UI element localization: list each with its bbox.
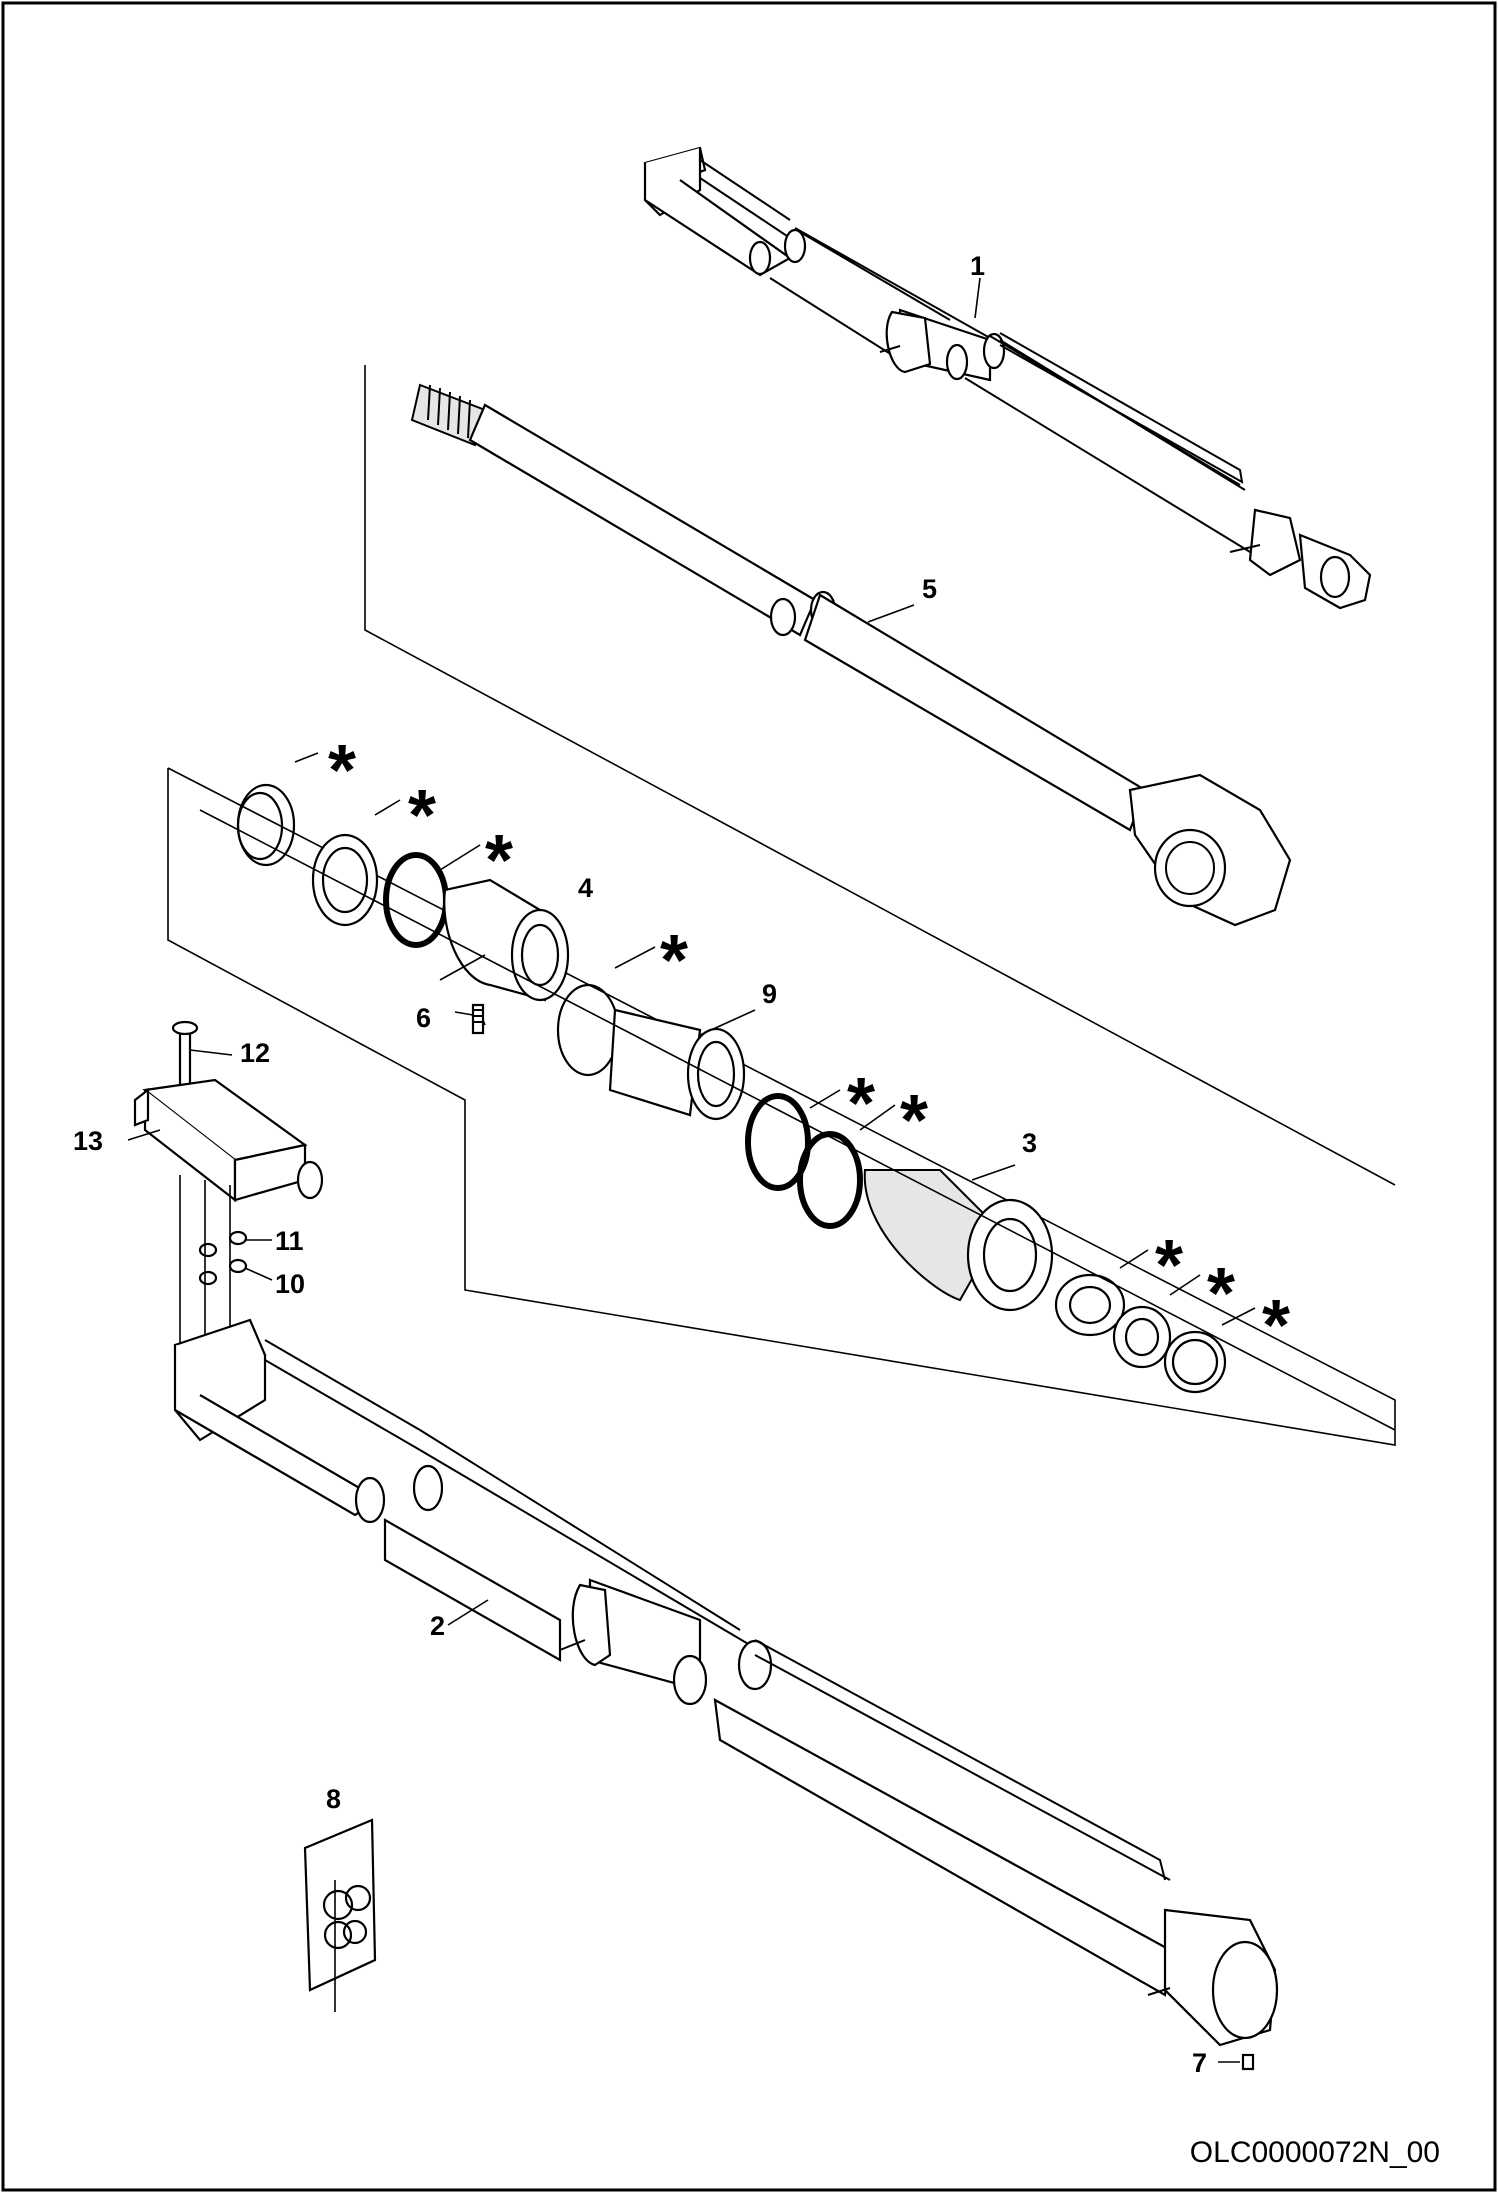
callout-4: 4 xyxy=(578,873,593,903)
callout-5: 5 xyxy=(922,574,937,604)
callout-3: 3 xyxy=(1022,1128,1037,1158)
kit-asterisk: * xyxy=(1207,1254,1235,1334)
callout-7: 7 xyxy=(1192,2048,1207,2078)
kit-asterisk: * xyxy=(847,1064,875,1144)
kit-asterisk: * xyxy=(660,921,688,1001)
kit-asterisk: * xyxy=(408,776,436,856)
callout-10: 10 xyxy=(275,1269,305,1299)
callout-13: 13 xyxy=(73,1126,103,1156)
part-6-grub-screw xyxy=(471,1003,485,1035)
seal-set xyxy=(199,783,1396,1431)
callout-1: 1 xyxy=(970,251,985,281)
part-5-piston-rod xyxy=(364,365,1396,1186)
callout-9: 9 xyxy=(762,979,777,1009)
callout-8: 8 xyxy=(326,1784,341,1814)
kit-asterisk: * xyxy=(1262,1286,1290,1366)
callout-2: 2 xyxy=(430,1611,445,1641)
leader-lines xyxy=(127,277,1256,2063)
kit-asterisk: * xyxy=(485,821,513,901)
part-1-cylinder-assembly xyxy=(643,146,1372,610)
part-13-valve-block xyxy=(133,1020,324,1350)
part-2-cylinder-tube xyxy=(173,1318,1279,2047)
kit-asterisk: * xyxy=(900,1081,928,1161)
callout-11: 11 xyxy=(275,1226,304,1256)
part-8-seal-kit-bag xyxy=(303,1818,377,1992)
seal-kit-frame xyxy=(167,767,1396,1446)
part-7-grease-nipple xyxy=(1241,2053,1255,2071)
callout-6: 6 xyxy=(416,1003,431,1033)
kit-asterisk: * xyxy=(1155,1226,1183,1306)
callout-12: 12 xyxy=(240,1038,270,1068)
kit-asterisk: * xyxy=(328,731,356,811)
drawing-reference-code: OLC0000072N_00 xyxy=(1190,2136,1440,2169)
